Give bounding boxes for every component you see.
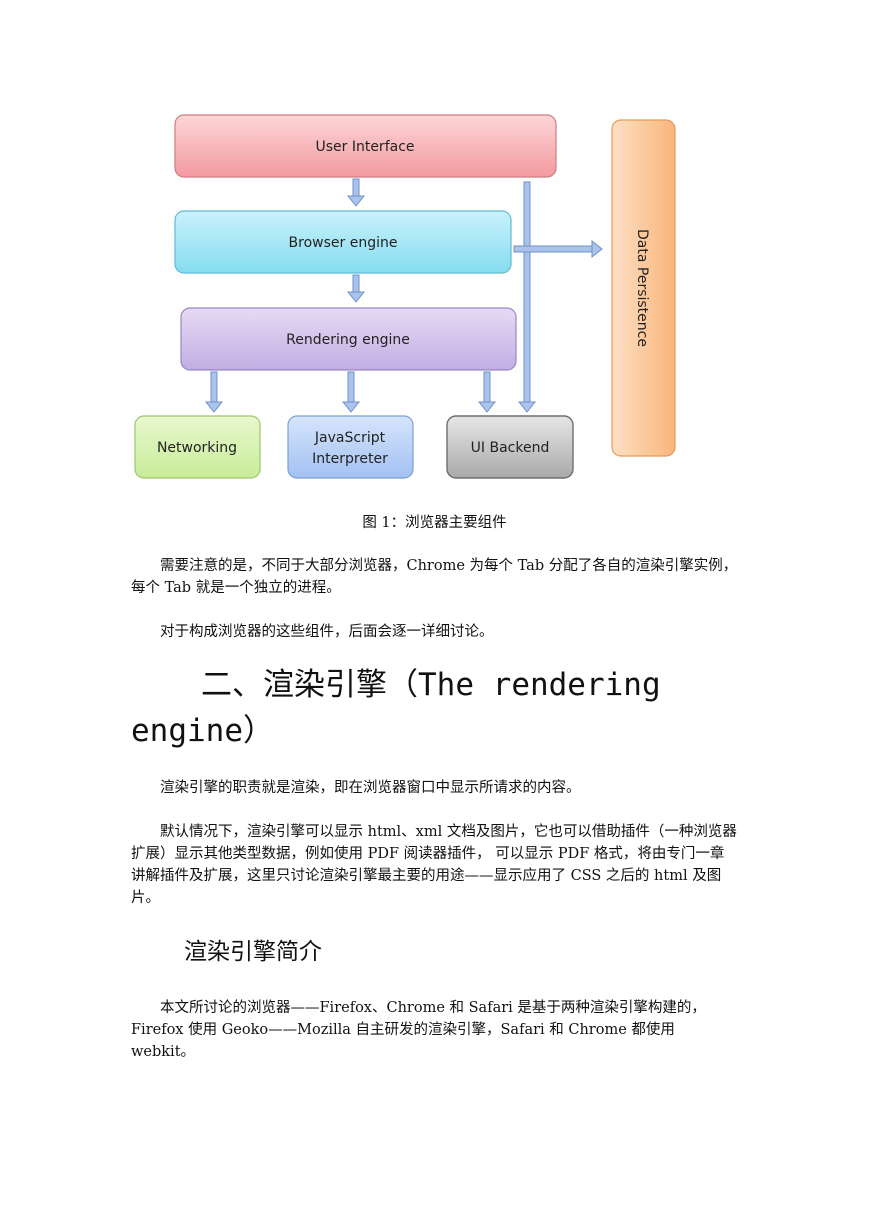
arrow-ui-to-browser-engine	[346, 178, 366, 207]
arrow-rendering-to-javascript	[341, 371, 361, 413]
user-interface-label: User Interface	[315, 139, 414, 155]
arrow-browser-engine-to-rendering-engine	[346, 274, 366, 303]
ui-backend-label: UI Backend	[471, 440, 550, 456]
browser-engine-label: Browser engine	[289, 235, 398, 251]
paragraph-chrome-tab: 需要注意的是，不同于大部分浏览器，Chrome 为每个 Tab 分配了各自的渲染…	[131, 558, 738, 596]
box-data-persistence: Data Persistence	[611, 119, 676, 457]
rendering-engine-label: Rendering engine	[286, 332, 410, 348]
paragraph-components: 对于构成浏览器的这些组件，后面会逐一详细讨论。	[160, 624, 494, 640]
data-persistence-label: Data Persistence	[634, 229, 650, 347]
section-heading-rendering-engine: 二、渲染引擎（The rendering engine）	[131, 667, 661, 749]
javascript-interpreter-label-line1: JavaScript	[314, 430, 386, 446]
arrow-ui-to-ui-backend	[517, 181, 537, 413]
subheading-rendering-engine-intro: 渲染引擎简介	[184, 939, 322, 965]
browser-architecture-diagram: User Interface Browser engine Rendering …	[134, 114, 676, 479]
networking-label: Networking	[157, 440, 237, 456]
box-user-interface: User Interface	[174, 114, 557, 178]
box-browser-engine: Browser engine	[174, 210, 512, 274]
arrow-to-data-persistence	[513, 239, 603, 259]
javascript-interpreter-label-line2: Interpreter	[312, 451, 388, 467]
connector-arrows	[204, 178, 603, 413]
box-networking: Networking	[134, 415, 261, 479]
figure-caption: 图 1：浏览器主要组件	[362, 515, 507, 531]
paragraph-engines-used: 本文所讨论的浏览器——Firefox、Chrome 和 Safari 是基于两种…	[131, 1000, 706, 1060]
paragraph-default-content: 默认情况下，渲染引擎可以显示 html、xml 文档及图片，它也可以借助插件（一…	[131, 824, 737, 906]
arrow-rendering-to-ui-backend	[477, 371, 497, 413]
paragraph-rendering-duty: 渲染引擎的职责就是渲染，即在浏览器窗口中显示所请求的内容。	[160, 780, 581, 796]
arrow-rendering-to-networking	[204, 371, 224, 413]
box-rendering-engine: Rendering engine	[180, 307, 517, 371]
box-ui-backend: UI Backend	[446, 415, 574, 479]
box-javascript-interpreter: JavaScript Interpreter	[287, 415, 414, 479]
